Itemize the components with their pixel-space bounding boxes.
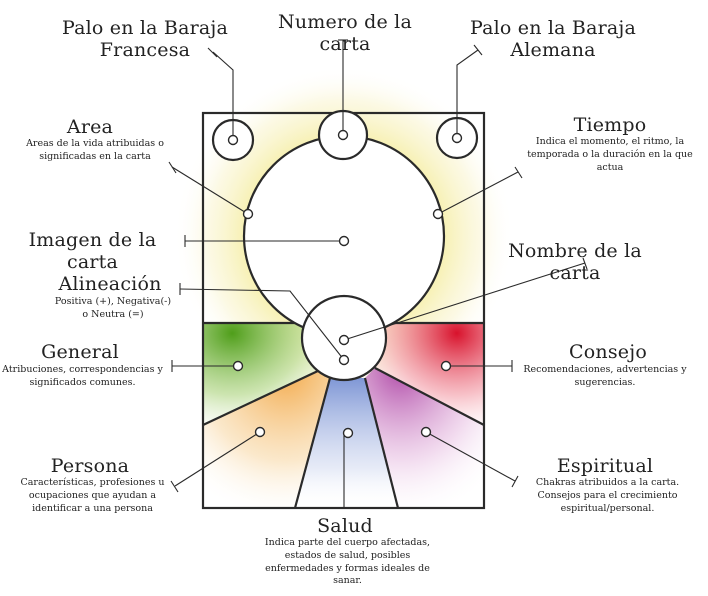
- label-nombre: Nombre de la carta: [508, 240, 642, 284]
- label-tiempo-desc: Indica el momento, el ritmo, la temporad…: [527, 136, 693, 173]
- label-persona-desc: Características, profesiones u ocupacion…: [20, 477, 165, 514]
- label-espiritual-title: Espiritual: [556, 455, 654, 477]
- label-area-title: Area: [66, 116, 114, 138]
- region-consejo: [375, 323, 484, 425]
- label-numero: Numero de la carta: [278, 11, 412, 55]
- region-persona: [203, 370, 330, 508]
- label-tiempo-title: Tiempo: [573, 114, 647, 136]
- anchor-dots: [227, 129, 463, 439]
- label-alineacion-title: Alineación: [58, 273, 162, 295]
- leader-lines: [168, 39, 588, 508]
- label-consejo-title: Consejo: [569, 341, 647, 363]
- label-palo-alemana: Palo en la Baraja Alemana: [469, 17, 637, 61]
- label-general-desc: Atribuciones, correspondencias y signifi…: [2, 364, 163, 388]
- label-espiritual-desc: Chakras atribuidos a la carta. Consejos …: [535, 477, 680, 514]
- label-salud-desc: Indica parte del cuerpo afectadas, estad…: [264, 537, 431, 587]
- label-general-title: General: [41, 341, 119, 363]
- label-palo-francesa: Palo en la Baraja Francesa: [61, 17, 229, 61]
- label-alineacion-desc: Positiva (+), Negativa(-) o Neutra (=): [54, 296, 172, 320]
- region-espiritual: [365, 368, 484, 508]
- label-area-desc: Areas de la vida atribuidas o significad…: [26, 138, 164, 162]
- region-general: [203, 323, 320, 425]
- label-consejo-desc: Recomendaciones, advertencias y sugerenc…: [523, 364, 687, 388]
- label-persona-title: Persona: [50, 455, 130, 477]
- label-salud-title: Salud: [317, 515, 373, 537]
- label-imagen: Imagen de la carta: [28, 229, 157, 273]
